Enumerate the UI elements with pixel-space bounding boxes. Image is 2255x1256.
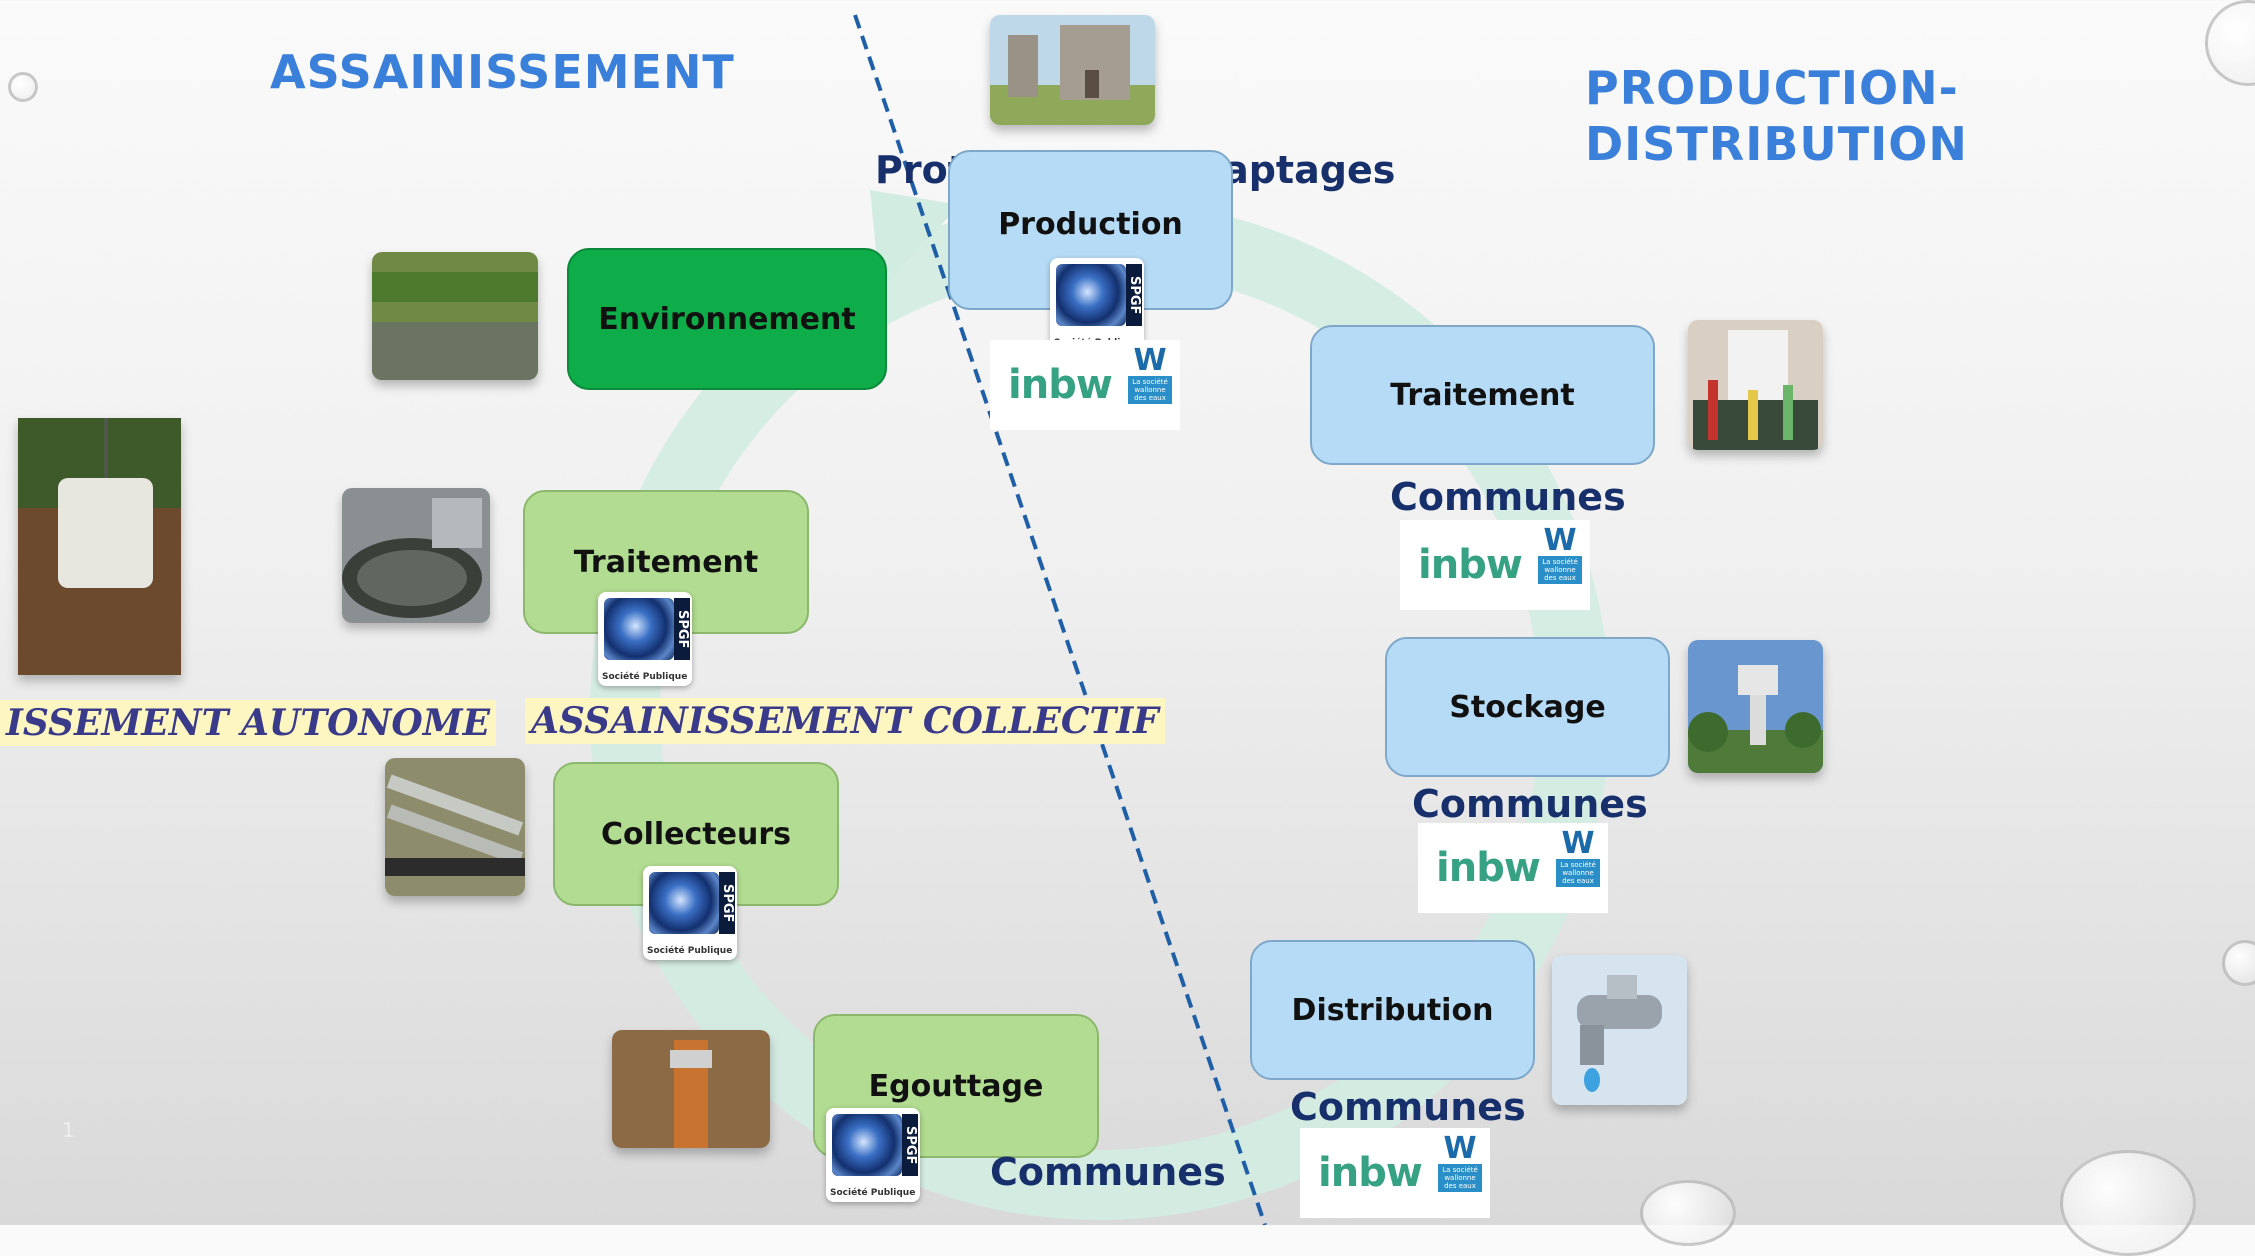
- heading-production-line2: DISTRIBUTION: [1585, 117, 1968, 171]
- banner-collectif: ASSAINISSEMENT COLLECTIF: [525, 698, 1165, 744]
- sewer-pipe-photo: [612, 1030, 770, 1148]
- stockage-box: Stockage: [1385, 637, 1670, 777]
- pipes-photo: [385, 758, 525, 896]
- cycle-arrow-head: [870, 190, 960, 290]
- heading-assainissement: ASSAINISSEMENT: [270, 45, 735, 99]
- communes-label-distribution: Communes: [1290, 1085, 1526, 1129]
- spgf-logo-3: SPGF Société Publique: [643, 866, 737, 960]
- bubble-decoration: [2060, 1150, 2196, 1256]
- communes-label-traitement: Communes: [1390, 475, 1626, 519]
- bubble-decoration: [8, 72, 38, 102]
- inbw-logo: inbw: [1318, 1150, 1423, 1196]
- inbw-logo: inbw: [1008, 362, 1113, 408]
- inbw-logo: inbw: [1436, 845, 1541, 891]
- spgf-logo-2: SPGF Société Publique: [598, 592, 692, 686]
- heading-production-line1: PRODUCTION-: [1585, 61, 1959, 115]
- traitement-right-box: Traitement: [1310, 325, 1655, 465]
- septic-tank-photo: [18, 418, 181, 675]
- environnement-box: Environnement: [567, 248, 887, 390]
- production-box: Production: [948, 150, 1233, 310]
- banner-autonome: ISSEMENT AUTONOME: [0, 700, 497, 746]
- lab-photo: [1688, 320, 1823, 450]
- inbw-logo: inbw: [1418, 542, 1523, 588]
- spgf-swirl-icon: [604, 598, 674, 660]
- river-photo: [372, 252, 538, 380]
- water-tower-photo: [990, 15, 1155, 125]
- divider-line: [853, 14, 1267, 1225]
- bubble-decoration: [2222, 940, 2255, 986]
- slide-number: 1: [62, 1118, 75, 1142]
- water-tower-photo-2: [1688, 640, 1823, 773]
- spgf-swirl-icon: [649, 872, 719, 934]
- spgf-logo-4: SPGF Société Publique: [826, 1108, 920, 1202]
- distribution-box: Distribution: [1250, 940, 1535, 1080]
- spgf-swirl-icon: [1056, 264, 1126, 326]
- spgf-logo: SPGF Société Publique: [1050, 258, 1144, 352]
- communes-label-stockage: Communes: [1412, 782, 1648, 826]
- egouttage-box: Egouttage: [813, 1014, 1099, 1158]
- treatment-basin-photo: [342, 488, 490, 623]
- communes-label-egouttage: Communes: [990, 1150, 1226, 1194]
- bubble-decoration: [1640, 1180, 1736, 1246]
- spgf-swirl-icon: [832, 1114, 902, 1176]
- faucet-photo: [1552, 955, 1687, 1105]
